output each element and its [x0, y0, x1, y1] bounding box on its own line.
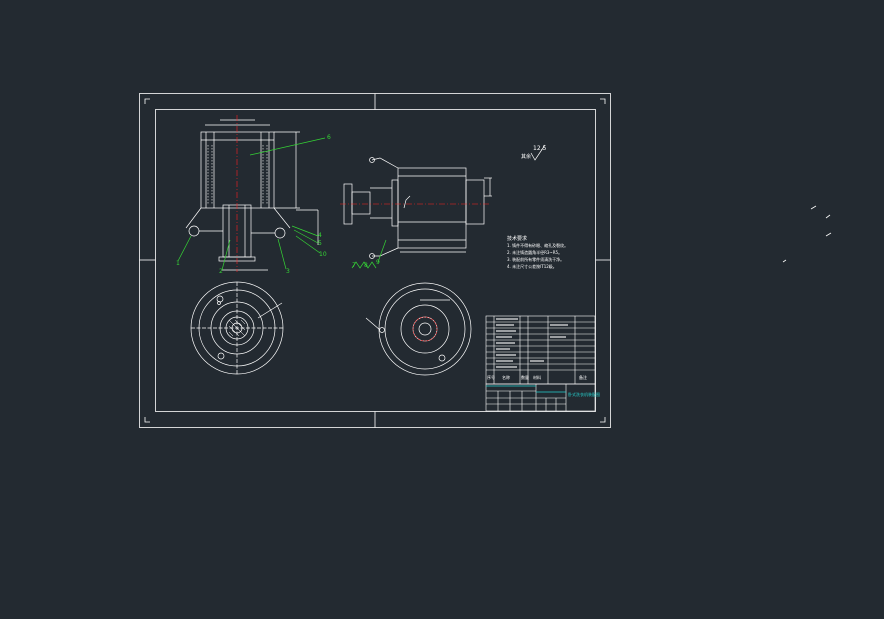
table-header-qty: 数量	[521, 374, 529, 380]
part-number-1: 1	[176, 260, 180, 267]
part-number-7: 7	[352, 262, 356, 269]
part-number-2: 2	[219, 268, 223, 275]
part-number-10: 10	[319, 251, 327, 258]
table-header-material: 材料	[533, 374, 541, 380]
parts-list-fills	[496, 318, 568, 368]
part-number-8: 8	[364, 262, 368, 269]
bottom-right-hub-red	[412, 316, 438, 342]
table-header-note: 备注	[579, 374, 587, 380]
tech-note-1: 1. 铸件不得有砂眼、缩孔及裂纹。	[507, 242, 568, 248]
part-number-9: 9	[376, 259, 380, 266]
parts-list-table	[485, 315, 596, 385]
title-block-name: 卧式洗衣机装配图	[568, 391, 600, 397]
stray-marks	[782, 205, 832, 263]
front-section-view	[185, 119, 319, 271]
bottom-left-hatch	[228, 319, 246, 337]
title-block	[485, 383, 596, 412]
surface-finish-prefix: 其余	[521, 153, 531, 160]
table-header-index: 序号	[487, 374, 495, 380]
tech-notes-title: 技术要求	[507, 235, 527, 242]
part-number-6: 6	[327, 134, 331, 141]
table-header-name: 名称	[502, 374, 510, 380]
tech-note-2: 2. 未注铸造圆角半径R3~R5。	[507, 249, 562, 255]
part-number-4: 4	[318, 232, 322, 239]
side-view	[343, 157, 492, 259]
part-number-5: 5	[318, 240, 322, 247]
tech-note-4: 4. 未注尺寸公差按IT12级。	[507, 263, 557, 269]
leader-lines	[177, 137, 387, 271]
title-block-accent	[486, 385, 566, 393]
bottom-right-circular-view	[365, 282, 472, 376]
surface-finish-symbol	[530, 144, 546, 161]
tech-note-3: 3. 装配前所有零件须清洗干净。	[507, 256, 564, 262]
surface-finish-value: 12.5	[533, 145, 547, 152]
sheet-frame	[139, 93, 611, 428]
part-number-3: 3	[286, 268, 290, 275]
